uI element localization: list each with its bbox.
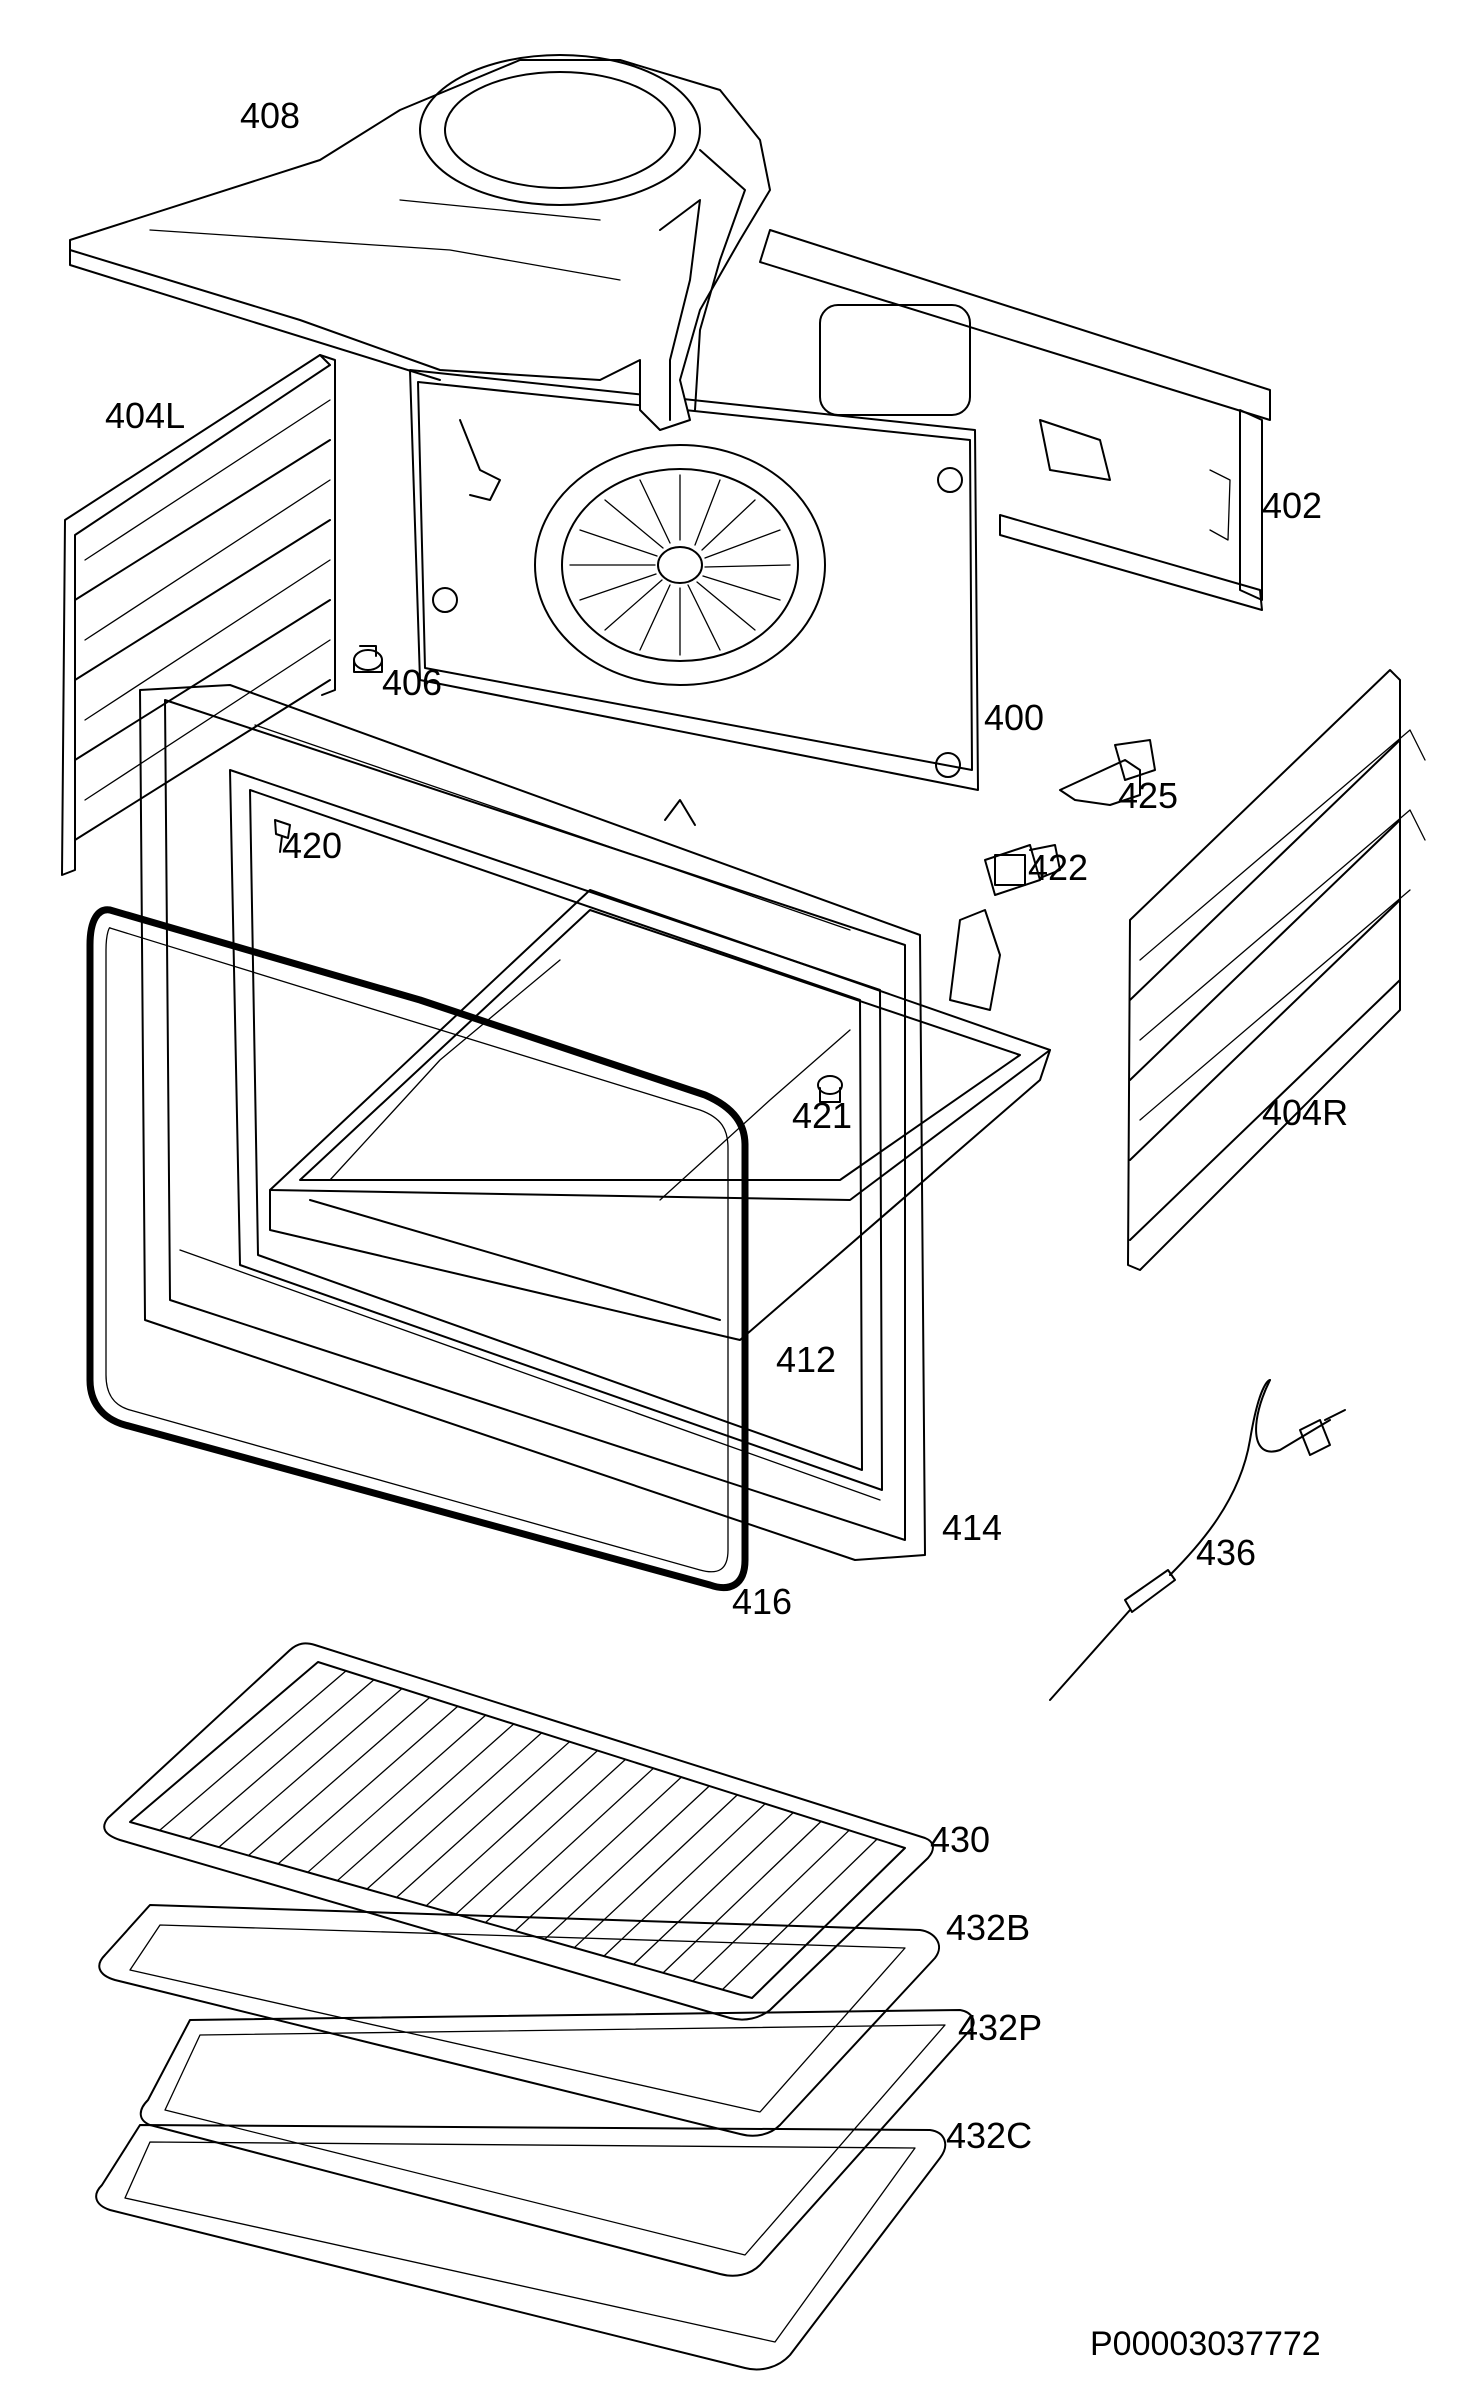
shelf-rod xyxy=(307,1714,487,1873)
shelf-rod xyxy=(336,1723,515,1882)
shelf-rod xyxy=(573,1794,738,1949)
label-432P: 432P xyxy=(958,2007,1042,2048)
part-420-screw xyxy=(274,819,291,853)
label-422: 422 xyxy=(1028,847,1088,888)
part-408-fan-cover xyxy=(69,54,771,431)
shelf-rod xyxy=(247,1696,431,1857)
part-412-inner-frame xyxy=(269,889,1051,1341)
label-430: 430 xyxy=(930,1819,990,1860)
label-425: 425 xyxy=(1118,775,1178,816)
shelf-rod xyxy=(455,1758,627,1915)
part-414-front-frame xyxy=(139,684,926,1561)
label-420: 420 xyxy=(282,825,342,866)
label-432B: 432B xyxy=(946,1907,1030,1948)
shelf-rod xyxy=(188,1679,375,1840)
shelf-rod xyxy=(692,1829,850,1982)
shelf-rod xyxy=(632,1811,794,1966)
shelf-rod xyxy=(218,1687,403,1848)
label-406: 406 xyxy=(382,662,442,703)
label-408: 408 xyxy=(240,95,300,136)
shelf-rod xyxy=(395,1741,571,1899)
shelf-rod xyxy=(484,1767,655,1924)
diagram-reference-number: P00003037772 xyxy=(1090,2325,1321,2363)
label-404R: 404R xyxy=(1262,1092,1348,1133)
shelf-rod xyxy=(425,1749,599,1907)
part-430-wire-shelf xyxy=(103,1642,934,2021)
label-412: 412 xyxy=(776,1339,836,1380)
part-432B-tray xyxy=(98,1904,940,2137)
shelf-rod xyxy=(366,1732,543,1890)
part-432C-tray xyxy=(95,2124,947,2371)
label-402: 402 xyxy=(1262,485,1322,526)
label-400: 400 xyxy=(984,697,1044,738)
label-432C: 432C xyxy=(946,2115,1032,2156)
shelf-rod xyxy=(277,1705,459,1865)
part-402-rail xyxy=(759,229,1271,611)
shelf-rod xyxy=(514,1776,683,1932)
part-436-meat-probe xyxy=(1049,1379,1346,1701)
part-422 xyxy=(984,844,1061,896)
shelf-rod xyxy=(603,1803,766,1957)
label-421: 421 xyxy=(792,1095,852,1136)
shelf-rod xyxy=(544,1785,710,1940)
shelf-rod xyxy=(662,1820,822,1974)
label-416: 416 xyxy=(732,1581,792,1622)
part-cavity-bracket xyxy=(949,909,1001,1011)
part-404L-left-runner xyxy=(61,354,336,876)
part-416-door-seal xyxy=(86,906,749,1592)
label-404L: 404L xyxy=(105,395,185,436)
shelf-rod xyxy=(721,1838,878,1991)
shelf-rod xyxy=(158,1670,347,1832)
label-436: 436 xyxy=(1196,1532,1256,1573)
part-400-back-panel xyxy=(409,369,979,791)
part-421-screw xyxy=(817,1075,843,1103)
part-425 xyxy=(1059,739,1156,806)
label-414: 414 xyxy=(942,1507,1002,1548)
part-404R-right-runner xyxy=(1127,669,1426,1271)
part-406 xyxy=(353,645,383,673)
part-432P-tray xyxy=(139,2009,975,2277)
